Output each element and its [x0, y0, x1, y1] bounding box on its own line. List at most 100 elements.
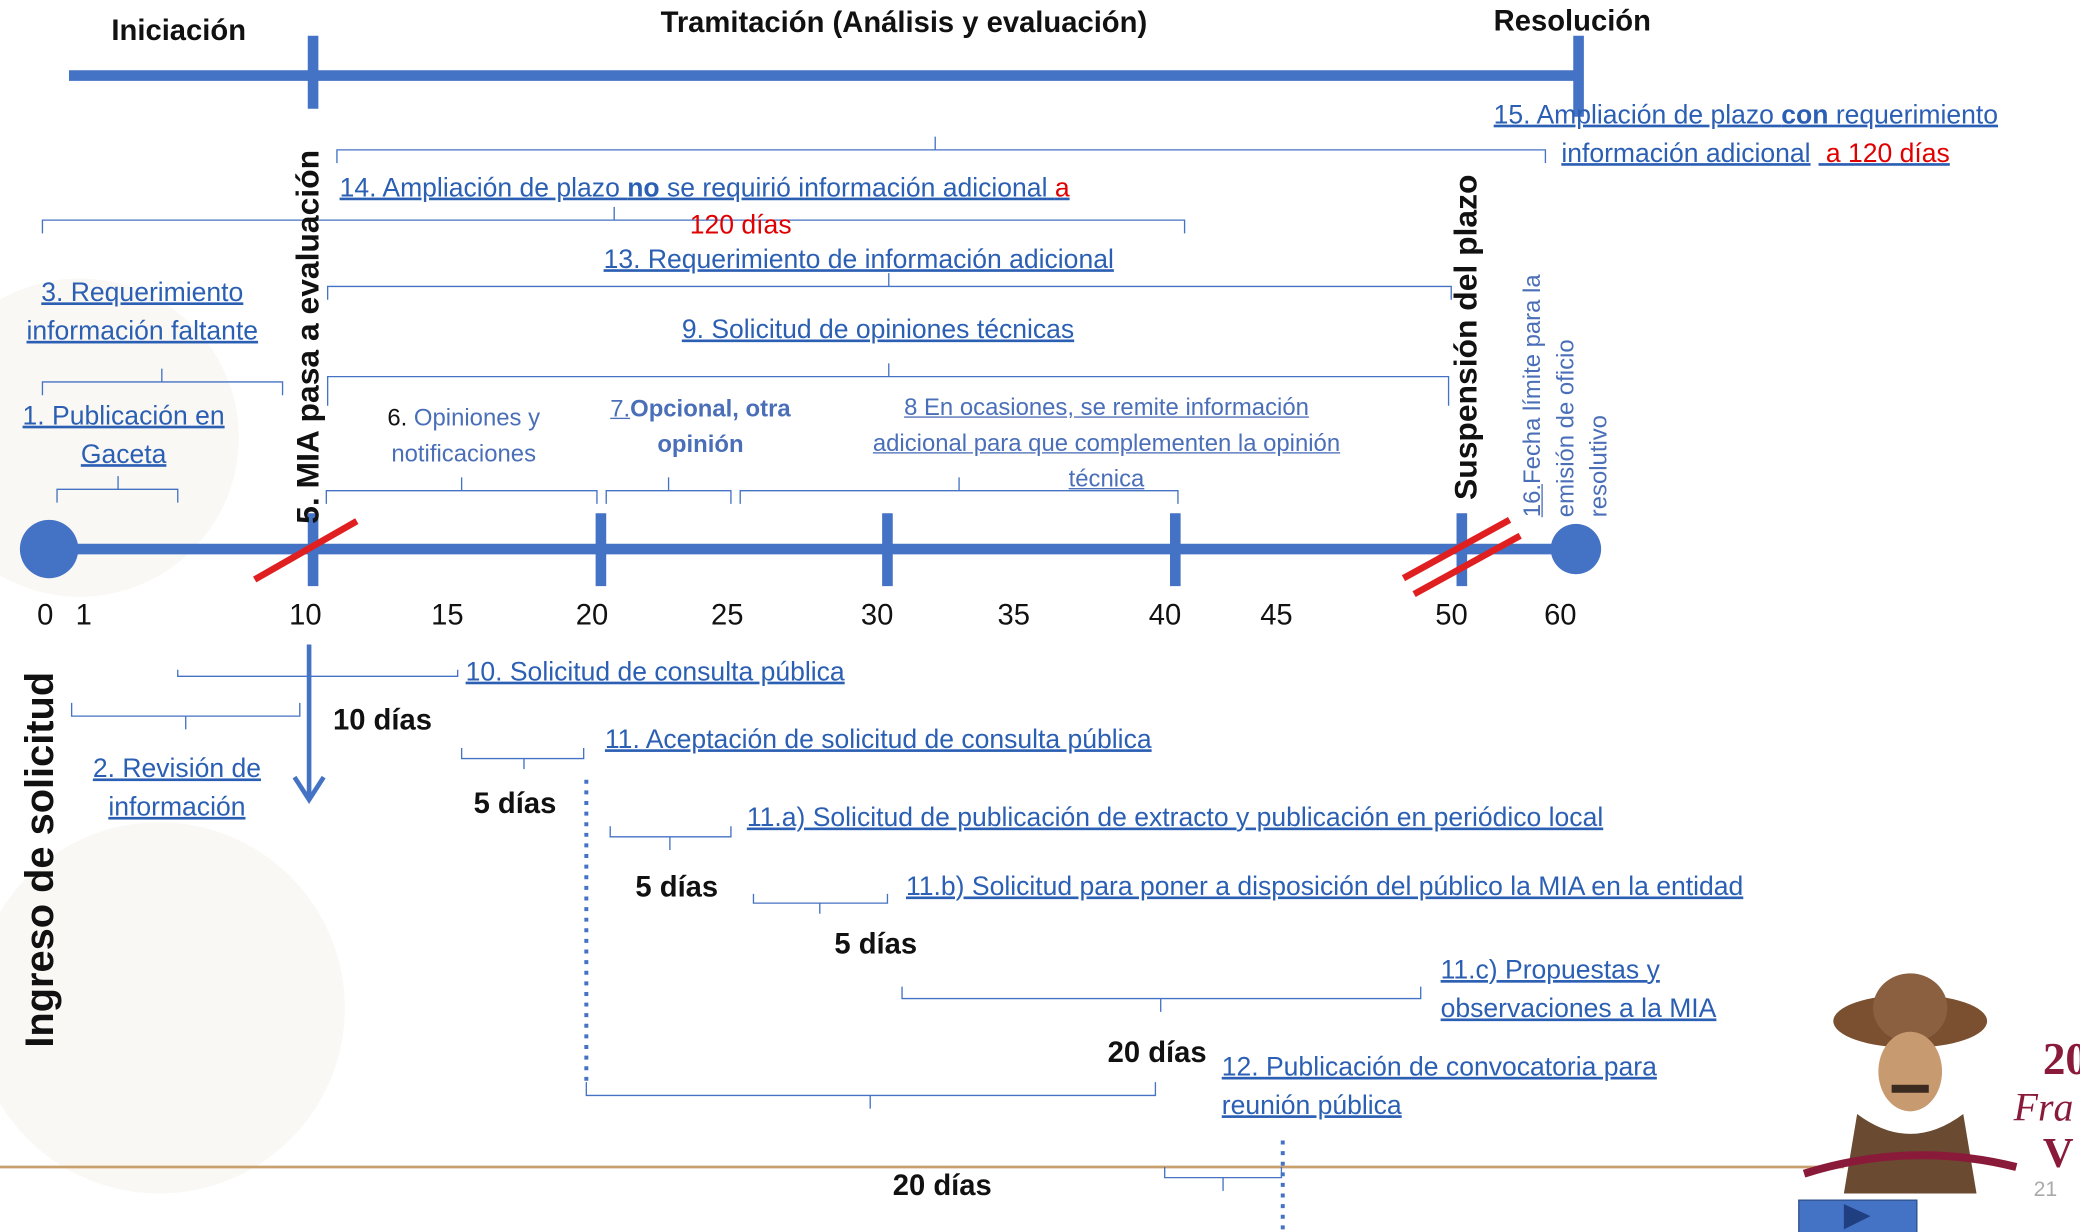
step-15-line2[interactable]: información adicional a 120 días	[1561, 135, 1949, 173]
step-16-num: 16.	[1518, 484, 1546, 518]
step-15-text-d: información adicional	[1561, 139, 1811, 169]
step-11b-link[interactable]: 11.b) Solicitud para poner a disposición…	[906, 872, 1744, 902]
step-3-link[interactable]: 3. Requerimiento información faltante	[27, 275, 259, 352]
tick-label-0: 0	[37, 598, 54, 632]
step-12-line2: reunión pública	[1221, 1091, 1402, 1121]
step-10-link[interactable]: 10. Solicitud de consulta pública	[465, 657, 845, 687]
tick-label-35: 35	[997, 598, 1031, 632]
step-15-red-days: a 120 días	[1818, 139, 1950, 169]
svg-text:V: V	[2043, 1130, 2074, 1177]
step-2-line1: 2. Revisión de	[92, 754, 261, 784]
step-8-line2: adicional para que complementen la opini…	[872, 429, 1341, 457]
duration-5-dias-c: 5 días	[834, 926, 918, 961]
duration-5-dias-b: 5 días	[635, 869, 719, 904]
step-2-link[interactable]: 2. Revisión de información	[93, 751, 261, 828]
brace-step10	[177, 669, 459, 677]
step-11c-line2: observaciones a la MIA	[1440, 994, 1717, 1024]
step-14-text-a: 14. Ampliación de plazo	[339, 173, 628, 203]
duration-5-dias-a: 5 días	[473, 786, 557, 820]
tick-label-40: 40	[1148, 598, 1182, 632]
brace-step15	[336, 136, 1547, 164]
step-13-link[interactable]: 13. Requerimiento de información adicion…	[603, 245, 1114, 275]
duration-20-dias-a: 20 días	[1107, 1035, 1207, 1069]
step-11c-line1: 11.c) Propuestas y	[1440, 956, 1660, 986]
red-slash-50b	[1412, 532, 1522, 598]
play-button[interactable]	[1798, 1199, 1918, 1232]
step-7-line1: Opcional, otra	[630, 395, 791, 422]
step-6-line1: Opiniones y	[413, 404, 541, 431]
step-1-link[interactable]: 1. Publicación en Gaceta	[23, 398, 225, 475]
step-14-no: no	[627, 173, 660, 203]
svg-text:20: 20	[2043, 1034, 2080, 1084]
step-11-link[interactable]: 11. Aceptación de solicitud de consulta …	[604, 725, 1152, 755]
step-6-line2: notificaciones	[391, 440, 537, 467]
phase-iniciacion: Iniciación	[111, 13, 247, 47]
play-icon	[1843, 1204, 1871, 1230]
watermark	[0, 278, 345, 1194]
step-8-link[interactable]: 8 En ocasiones, se remite información ad…	[873, 390, 1340, 497]
step-16-label[interactable]: 16.Fecha límite para la emisión de ofici…	[1516, 245, 1615, 517]
tick-label-50: 50	[1435, 598, 1468, 632]
brace-step9	[326, 363, 1450, 406]
brace-step8	[739, 477, 1179, 504]
step-14-text-c: se requirió información adicional	[659, 173, 1048, 203]
timeline-start-node	[19, 519, 79, 579]
step-14-red-a: a	[1054, 173, 1070, 203]
step-12-link[interactable]: 12. Publicación de convocatoria para reu…	[1222, 1049, 1657, 1126]
brace-5dias-a	[460, 747, 585, 770]
step-6-label: 6. Opiniones y notificaciones	[387, 400, 540, 472]
brace-step3	[41, 368, 284, 396]
step-14-link[interactable]: 14. Ampliación de plazo no se requirió i…	[340, 170, 1070, 208]
phase-resolucion: Resolución	[1493, 3, 1651, 38]
step-11c-link[interactable]: 11.c) Propuestas y observaciones a la MI…	[1441, 952, 1717, 1029]
step-14-red-days: 120 días	[689, 210, 792, 241]
step-9-link[interactable]: 9. Solicitud de opiniones técnicas	[681, 315, 1075, 345]
step-1-line1: 1. Publicación en	[22, 401, 225, 431]
step-6-num: 6.	[387, 404, 408, 431]
step-15-link[interactable]: 15. Ampliación de plazo con requerimient…	[1494, 97, 1998, 135]
tick-label-1: 1	[75, 598, 92, 632]
step-8-line1: 8 En ocasiones, se remite información	[904, 393, 1309, 421]
step-7-num: 7.	[610, 395, 631, 422]
arrow-down-head	[292, 775, 326, 804]
step-8-line3: técnica	[1068, 465, 1145, 493]
brace-step6	[325, 477, 598, 504]
tick-label-45: 45	[1260, 598, 1293, 632]
step-11a-link[interactable]: 11.a) Solicitud de publicación de extrac…	[746, 803, 1604, 833]
tick-label-60: 60	[1544, 598, 1577, 632]
step-12-line1: 12. Publicación de convocatoria para	[1221, 1052, 1657, 1083]
step-3-line1: 3. Requerimiento	[41, 278, 244, 308]
step-16-line3: resolutivo	[1585, 415, 1612, 518]
tick-label-20: 20	[575, 598, 609, 632]
brace-step1	[56, 476, 179, 503]
step-15-con: con	[1781, 100, 1829, 130]
step-16-line2: emisión de oficio	[1552, 339, 1579, 518]
tick-label-25: 25	[711, 598, 744, 632]
brace-step13	[326, 273, 1452, 300]
tick-label-10: 10	[289, 598, 322, 632]
duration-10-dias: 10 días	[332, 702, 432, 737]
step-7-line2: opinión	[657, 430, 744, 458]
brace-20dias-a	[901, 986, 1422, 1012]
emblem-logo: 20 Fra V	[1802, 973, 2080, 1194]
step-16-line1: Fecha límite para la	[1518, 274, 1546, 485]
step-5-label: 5. MIA pasa a evaluación	[290, 149, 327, 524]
brace-step2	[70, 702, 301, 730]
brace-step14	[41, 206, 1186, 234]
brace-step7	[605, 477, 732, 504]
red-slash-50a	[1401, 516, 1512, 582]
tick-label-15: 15	[431, 598, 464, 632]
brace-footer	[1164, 1167, 1283, 1191]
step-15-text-a: 15. Ampliación de plazo	[1493, 100, 1782, 130]
phase-tramitacion: Tramitación (Análisis y evaluación)	[660, 5, 1148, 39]
step-1-line2: Gaceta	[80, 440, 167, 470]
step-15-text-c: requerimiento	[1828, 100, 1999, 130]
page-number: 21	[2033, 1178, 2058, 1202]
timeline-end-node	[1550, 523, 1602, 575]
step-7-label[interactable]: 7.Opcional, otra opinión	[610, 391, 790, 463]
brace-5dias-b	[609, 826, 732, 851]
duration-20-dias-b: 20 días	[892, 1168, 992, 1202]
brace-20dias-b	[585, 1082, 1157, 1109]
